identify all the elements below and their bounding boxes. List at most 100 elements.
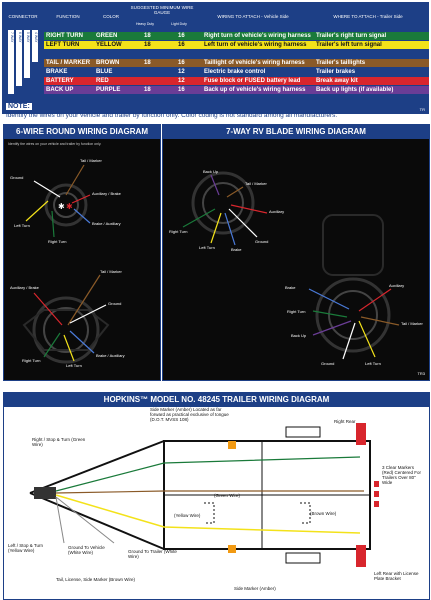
table-cell-vehicle: Taillight of vehicle's wiring harness — [204, 60, 305, 66]
label-brown-wire: (Brown Wire) — [310, 511, 337, 516]
six-wire-title: 6-WIRE ROUND WIRING DIAGRAM — [4, 125, 160, 139]
six-label-right-turn: Right Turn — [48, 239, 67, 244]
table-cell-vehicle: Back up of vehicle's wiring harness — [204, 87, 306, 93]
wire-white — [33, 180, 61, 198]
table-cell-g2: 16 — [178, 42, 185, 48]
header-vehicle-side: WIRING TO ATTACH - Vehicle Side — [217, 14, 289, 19]
header-function: FUNCTION — [56, 14, 80, 19]
wire-red-2 — [358, 288, 392, 312]
label-left-stop-turn: Left / Stop & Turn (Yellow Wire) — [8, 543, 44, 553]
six-label-tail-marker: Tail / Marker — [80, 158, 102, 163]
connector-7way-bar — [8, 30, 14, 94]
connector-7way-label: 7 WAY — [10, 32, 14, 43]
seven-label-tail-marker-2: Tail / Marker — [401, 321, 423, 326]
wire-yellow — [210, 212, 222, 244]
header-connector: CONNECTOR — [8, 14, 38, 19]
seven-label-auxiliary-2: Auxiliary — [389, 283, 405, 288]
wire-white — [228, 208, 258, 238]
six-wire-panel: 6-WIRE ROUND WIRING DIAGRAM Identify the… — [3, 124, 161, 381]
table-cell-g1: 18 — [144, 87, 151, 93]
connector-4way-label: 4 WAY — [34, 32, 38, 43]
wire-white-2 — [342, 322, 356, 360]
table-cell-vehicle: Electric brake control — [204, 69, 266, 75]
table-cell-trailer: Trailer brakes — [316, 69, 356, 75]
seven-label-ground-2: Ground — [321, 361, 335, 366]
table-cell-vehicle: Fuse block or FUSED battery lead — [204, 78, 301, 84]
seven-label-back-up: Back Up — [203, 169, 219, 174]
six-wire-wires: ✱ ✱ — [25, 164, 107, 362]
table-cell-g1: 18 — [144, 60, 151, 66]
label-yellow-wire: (Yellow Wire) — [174, 513, 201, 518]
connector-5way-bar — [24, 30, 30, 78]
table-cell-trailer: Trailer's left turn signal — [316, 42, 382, 48]
wire-purple — [210, 174, 220, 196]
connector-6way-label: 6 WAY — [18, 32, 22, 43]
seven-way-title: 7-WAY RV BLADE WIRING DIAGRAM — [163, 125, 429, 139]
wire-white-2 — [69, 304, 107, 324]
pin-star-1: ✱ — [58, 202, 65, 211]
wire-purple-2 — [312, 320, 352, 336]
six-label-brake-aux: Brake / Auxiliary — [92, 221, 121, 226]
table-cell-function: LEFT TURN — [46, 42, 80, 48]
table-cell-color: BLUE — [96, 69, 113, 75]
wire-yellow-2 — [63, 334, 75, 362]
table-cell-g2: 16 — [178, 87, 185, 93]
connector-4way-bar — [32, 30, 38, 62]
label-ground-vehicle: Ground To Vehicle (White Wire) — [68, 545, 105, 555]
seven-way-panel: 7-WAY RV BLADE WIRING DIAGRAM Back Up Ta… — [162, 124, 430, 381]
wire-brown — [65, 164, 85, 196]
header-gauge-heavy: Heavy Duty — [135, 22, 155, 26]
six-wire-drawing — [22, 183, 110, 364]
connector-5way-label: 5 WAY — [26, 32, 30, 43]
label-ground-trailer: Ground To Trailer (White Wire) — [128, 549, 177, 559]
table-cell-g2: 16 — [178, 33, 185, 39]
label-left-rear: Left Rear with License Plate Bracket — [374, 571, 419, 581]
table-row — [44, 50, 429, 58]
table-cell-g2: 12 — [178, 78, 185, 84]
seven-label-brake: Brake — [231, 247, 242, 252]
trailer-panel: HOPKINS™ MODEL NO. 48245 TRAILER WIRING … — [3, 392, 430, 600]
label-rear-markers: 3 Clear Markers (Red) Centered For Trail… — [382, 465, 422, 485]
trailer-title: HOPKINS™ MODEL NO. 48245 TRAILER WIRING … — [4, 393, 429, 407]
header-gauge-light: Light Duty — [171, 22, 187, 26]
table-cell-color: PURPLE — [96, 87, 121, 93]
header-color: COLOR — [102, 14, 119, 19]
note-title: NOTE: — [6, 103, 32, 110]
table-cell-function: TAIL / MARKER — [46, 60, 91, 66]
wire-blue — [224, 212, 236, 246]
seven-label-right-turn: Right Turn — [169, 229, 188, 234]
wire-blue — [73, 208, 91, 224]
label-green-wire: (Green Wire) — [214, 493, 241, 498]
wire-brown — [226, 186, 244, 198]
seven-label-left-turn-2: Left Turn — [365, 361, 381, 366]
label-right-stop-turn: Right / Stop & Turn (Green Wire) — [32, 437, 86, 447]
seven-label-back-up-2: Back Up — [291, 333, 307, 338]
seven-label-auxiliary: Auxiliary — [269, 209, 285, 214]
six-label-ground-2: Ground — [108, 301, 122, 306]
seven-label-brake-2: Brake — [285, 285, 296, 290]
wire-yellow — [25, 200, 49, 222]
wire-red — [71, 194, 91, 204]
wiring-color-table: CONNECTOR FUNCTION COLOR SUGGESTED MINIM… — [2, 2, 429, 114]
table-cell-color: RED — [96, 78, 109, 84]
table-cell-g1: 18 — [144, 33, 151, 39]
table-code: TR — [419, 107, 425, 112]
table-cell-vehicle: Left turn of vehicle's wiring harness — [204, 42, 307, 48]
seven-way-code: TR3 — [417, 371, 425, 376]
table-cell-trailer: Break away kit — [316, 78, 358, 84]
connector-6way-bar — [16, 30, 22, 86]
seven-way-wires — [182, 174, 400, 360]
wire-green — [51, 210, 55, 238]
six-label-ground: Ground — [10, 175, 24, 180]
wire-brown-2 — [360, 316, 400, 326]
six-label-aux-brake-2: Auxiliary / Brake — [10, 285, 39, 290]
seven-way-drawing — [191, 171, 391, 353]
wire-red — [230, 204, 268, 214]
wire-blue-2 — [308, 288, 350, 310]
six-label-left-turn: Left Turn — [14, 223, 30, 228]
